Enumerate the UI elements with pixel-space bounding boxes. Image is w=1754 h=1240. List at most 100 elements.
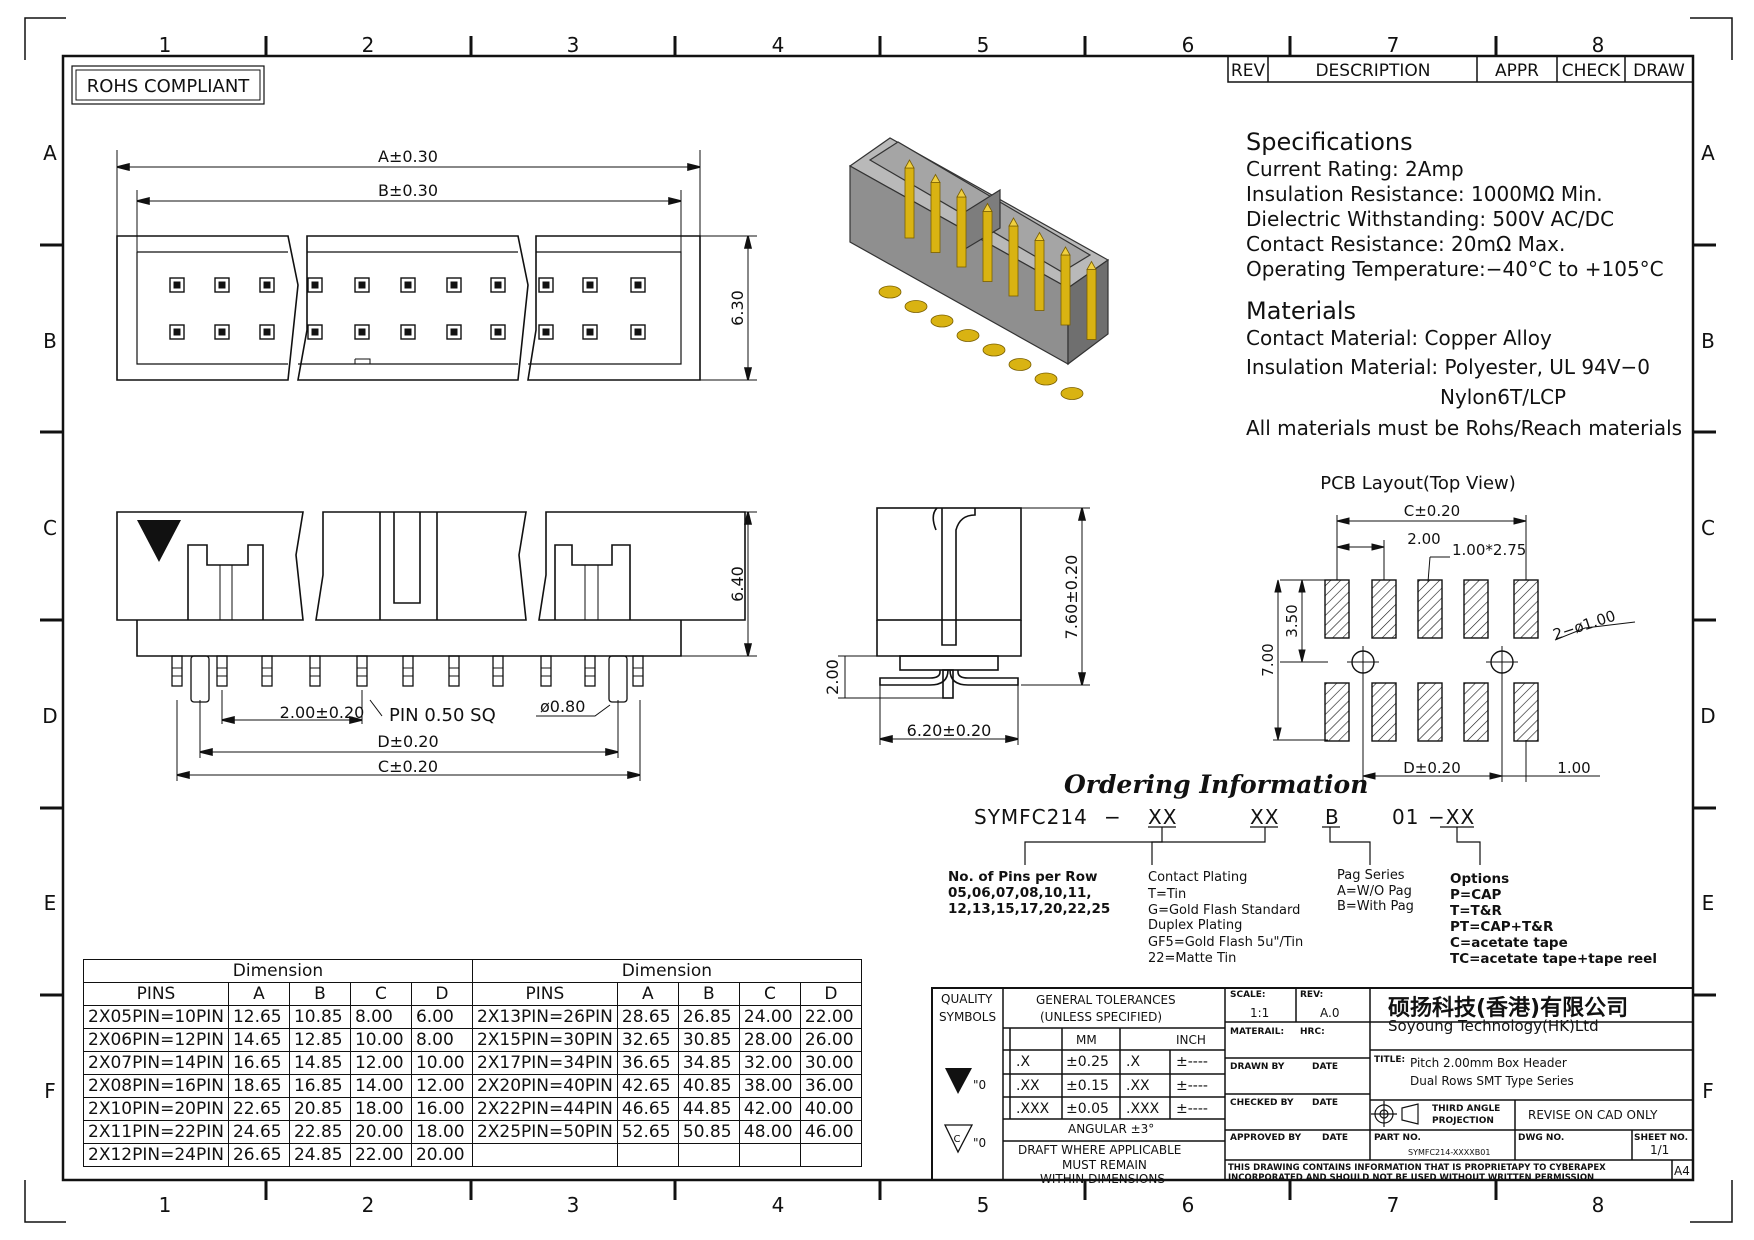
side-height-label: 7.60±0.20 — [1062, 555, 1081, 640]
dimension-cell: 6.00 — [410, 1005, 473, 1029]
dimension-column-header: B — [288, 982, 351, 1006]
inch-header: INCH — [1176, 1033, 1206, 1047]
spec-operating-temperature: Operating Temperature:−40°C to +105°C — [1246, 257, 1664, 281]
dimension-cell: 24.85 — [288, 1143, 351, 1167]
dimension-cell: 2X17PIN=34PIN — [471, 1051, 618, 1075]
dimension-group-header: Dimension — [471, 959, 862, 983]
col-number: 2 — [362, 1193, 375, 1217]
title-label: TITLE: — [1374, 1055, 1406, 1065]
part-no-label: PART NO. — [1374, 1133, 1421, 1143]
top-view — [116, 150, 757, 381]
post-label: ø0.80 — [540, 697, 585, 716]
ordering-peg-code: B — [1325, 805, 1340, 829]
peg-option: A=W/O Pag — [1337, 884, 1412, 899]
drawing-title-line2: Dual Rows SMT Type Series — [1410, 1074, 1574, 1088]
front-pin — [261, 655, 273, 687]
pin-square — [490, 324, 506, 340]
pin-square — [354, 324, 370, 340]
quality-label: QUALITY — [941, 992, 993, 1006]
tolerance-cell: .XX — [1016, 1078, 1040, 1094]
dimension-cell: 24.00 — [738, 1005, 801, 1029]
option-item: P=CAP — [1450, 887, 1502, 903]
row-letter: C — [43, 516, 57, 540]
material-insulation-alt: Nylon6T/LCP — [1440, 385, 1567, 409]
specifications-title: Specifications — [1246, 128, 1413, 156]
pcb-row-pitch: 3.50 — [1283, 604, 1301, 637]
dimension-cell: 32.00 — [738, 1051, 801, 1075]
plating-option: T=Tin — [1148, 887, 1187, 902]
pcb-layout — [1273, 515, 1636, 782]
front-pin — [402, 655, 414, 687]
empty-cell — [677, 1143, 740, 1167]
company-name-en: Soyoung Technology(HK)Ltd — [1388, 1017, 1599, 1035]
pin-square — [538, 277, 554, 293]
front-pin — [171, 655, 183, 687]
dimension-cell: 36.00 — [799, 1074, 862, 1098]
board-post — [190, 655, 210, 703]
dimension-cell: 34.85 — [677, 1051, 740, 1075]
quality-triangle-icon — [945, 1068, 972, 1094]
dimension-cell: 40.00 — [799, 1097, 862, 1121]
dwg-no-label: DWG NO. — [1518, 1133, 1565, 1143]
check-header: CHECK — [1562, 61, 1621, 81]
row-letter: C — [1701, 516, 1715, 540]
pcb-pad — [1463, 579, 1489, 639]
pin-label: PIN 0.50 SQ — [389, 705, 496, 726]
dimension-cell: 2X08PIN=16PIN — [83, 1074, 229, 1098]
pin-square — [538, 324, 554, 340]
dimension-cell: 12.00 — [410, 1074, 473, 1098]
dimension-cell: 16.00 — [410, 1097, 473, 1121]
scale-label: SCALE: — [1230, 990, 1266, 1000]
front-dim-d-label: D±0.20 — [377, 732, 438, 751]
pin-square — [307, 277, 323, 293]
connector-3d-image — [848, 137, 1110, 400]
dimension-cell: 12.85 — [288, 1028, 351, 1052]
dim-b-label: B±0.30 — [378, 181, 438, 200]
dimension-cell: 42.65 — [616, 1074, 679, 1098]
ordering-peg-title: Pag Series — [1337, 868, 1405, 883]
material-insulation: Insulation Material: Polyester, UL 94V−0 — [1246, 355, 1651, 379]
drawing-title-line1: Pitch 2.00mm Box Header — [1410, 1056, 1567, 1070]
row-letter: A — [1701, 141, 1715, 165]
dimension-cell: 26.85 — [677, 1005, 740, 1029]
col-number: 7 — [1387, 33, 1400, 57]
part-no-value: SYMFC214-XXXXB01 — [1408, 1148, 1491, 1157]
dimension-cell: 30.00 — [799, 1051, 862, 1075]
mm-header: MM — [1076, 1033, 1097, 1047]
description-header: DESCRIPTION — [1315, 61, 1430, 81]
pcb-pad — [1417, 682, 1443, 742]
dimension-cell: 2X25PIN=50PIN — [471, 1120, 618, 1144]
dimension-cell: 10.85 — [288, 1005, 351, 1029]
rohs-badge: ROHS COMPLIANT — [87, 76, 251, 97]
company-name-cn: 硕扬科技(香港)有限公司 — [1388, 996, 1629, 1021]
row-letter: F — [1702, 1079, 1714, 1103]
tolerance-subtitle: (UNLESS SPECIFIED) — [1040, 1010, 1163, 1024]
dimension-group-header: Dimension — [83, 959, 473, 983]
dimension-column-header: B — [677, 982, 740, 1006]
pin-square — [169, 324, 185, 340]
pcb-pads — [1324, 579, 1539, 742]
front-pin — [632, 655, 644, 687]
row-letter: A — [43, 141, 57, 165]
dimension-cell: 2X15PIN=30PIN — [471, 1028, 618, 1052]
col-number: 8 — [1592, 33, 1605, 57]
pcb-dim-c: C±0.20 — [1404, 502, 1460, 520]
rev-header: REV — [1231, 61, 1266, 81]
pin-square — [446, 324, 462, 340]
front-pin — [356, 655, 368, 687]
third-angle-projection-icon — [1371, 1101, 1419, 1127]
side-lead-label: 2.00 — [823, 659, 842, 695]
col-number: 3 — [567, 1193, 580, 1217]
tolerance-cell: ±---- — [1176, 1054, 1208, 1070]
ordering-pins-line2: 12,13,15,17,20,22,25 — [948, 901, 1111, 917]
symbols-label: SYMBOLS — [939, 1010, 997, 1024]
tolerance-cell: .XXX — [1016, 1101, 1050, 1117]
side-width-label: 6.20±0.20 — [907, 721, 992, 740]
quality-open-triangle-icon: C — [943, 1124, 974, 1154]
pcb-pad-size: 1.00*2.75 — [1452, 541, 1526, 559]
pin-square — [630, 277, 646, 293]
